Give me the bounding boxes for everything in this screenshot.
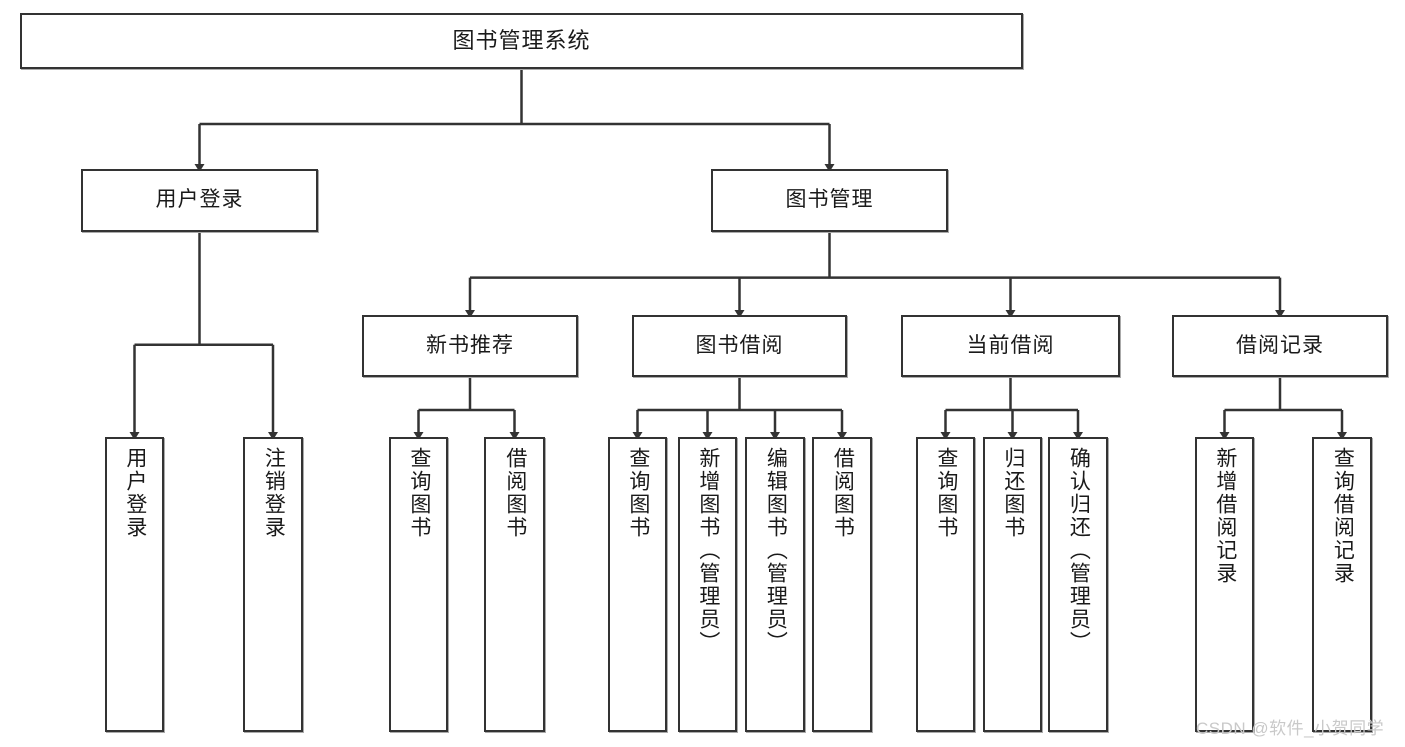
node-label: 编辑图书（管理员） — [764, 447, 788, 654]
node-leaf-user-login[interactable]: 用户登录 — [105, 437, 164, 732]
node-root[interactable]: 图书管理系统 — [20, 13, 1023, 69]
node-book-borrow[interactable]: 图书借阅 — [632, 315, 847, 377]
node-label: 查询图书 — [626, 447, 650, 539]
node-leaf-confirm-return[interactable]: 确认归还（管理员） — [1048, 437, 1108, 732]
node-label: 图书管理 — [785, 188, 874, 212]
node-book-manage[interactable]: 图书管理 — [711, 169, 948, 232]
node-label: 查询图书 — [407, 447, 431, 539]
node-leaf-query-record[interactable]: 查询借阅记录 — [1312, 437, 1372, 732]
watermark-label: CSDN @软件_小贺同学 — [1196, 719, 1385, 738]
node-leaf-add-record[interactable]: 新增借阅记录 — [1195, 437, 1254, 732]
node-label: 归还图书 — [1001, 447, 1025, 539]
node-leaf-borrow-book-2[interactable]: 借阅图书 — [812, 437, 872, 732]
node-user-login[interactable]: 用户登录 — [81, 169, 318, 232]
node-leaf-query-book-3[interactable]: 查询图书 — [916, 437, 975, 732]
node-label: 用户登录 — [123, 447, 147, 539]
node-leaf-return-book[interactable]: 归还图书 — [983, 437, 1042, 732]
node-borrow-record[interactable]: 借阅记录 — [1172, 315, 1388, 377]
node-label: 新增图书（管理员） — [696, 447, 720, 654]
node-leaf-borrow-book-1[interactable]: 借阅图书 — [484, 437, 545, 732]
node-label: 当前借阅 — [966, 333, 1055, 357]
node-label: 确认归还（管理员） — [1067, 447, 1091, 654]
node-label: 注销登录 — [262, 447, 286, 539]
node-label: 图书借阅 — [695, 333, 784, 357]
node-label: 图书管理系统 — [452, 28, 591, 54]
node-leaf-add-book[interactable]: 新增图书（管理员） — [678, 437, 737, 732]
node-current-borrow[interactable]: 当前借阅 — [901, 315, 1120, 377]
node-label: 新书推荐 — [426, 333, 514, 357]
node-leaf-query-book-2[interactable]: 查询图书 — [608, 437, 667, 732]
node-leaf-query-book-1[interactable]: 查询图书 — [389, 437, 448, 732]
node-label: 查询图书 — [934, 447, 958, 539]
node-new-book-rec[interactable]: 新书推荐 — [362, 315, 578, 377]
node-label: 用户登录 — [155, 188, 244, 212]
node-label: 借阅图书 — [831, 447, 855, 539]
node-leaf-edit-book[interactable]: 编辑图书（管理员） — [745, 437, 805, 732]
node-label: 借阅图书 — [503, 447, 527, 539]
node-label: 新增借阅记录 — [1213, 447, 1237, 585]
edge-group — [129, 69, 1347, 440]
node-label: 借阅记录 — [1236, 333, 1324, 357]
node-leaf-logout[interactable]: 注销登录 — [243, 437, 303, 732]
node-label: 查询借阅记录 — [1331, 447, 1355, 585]
